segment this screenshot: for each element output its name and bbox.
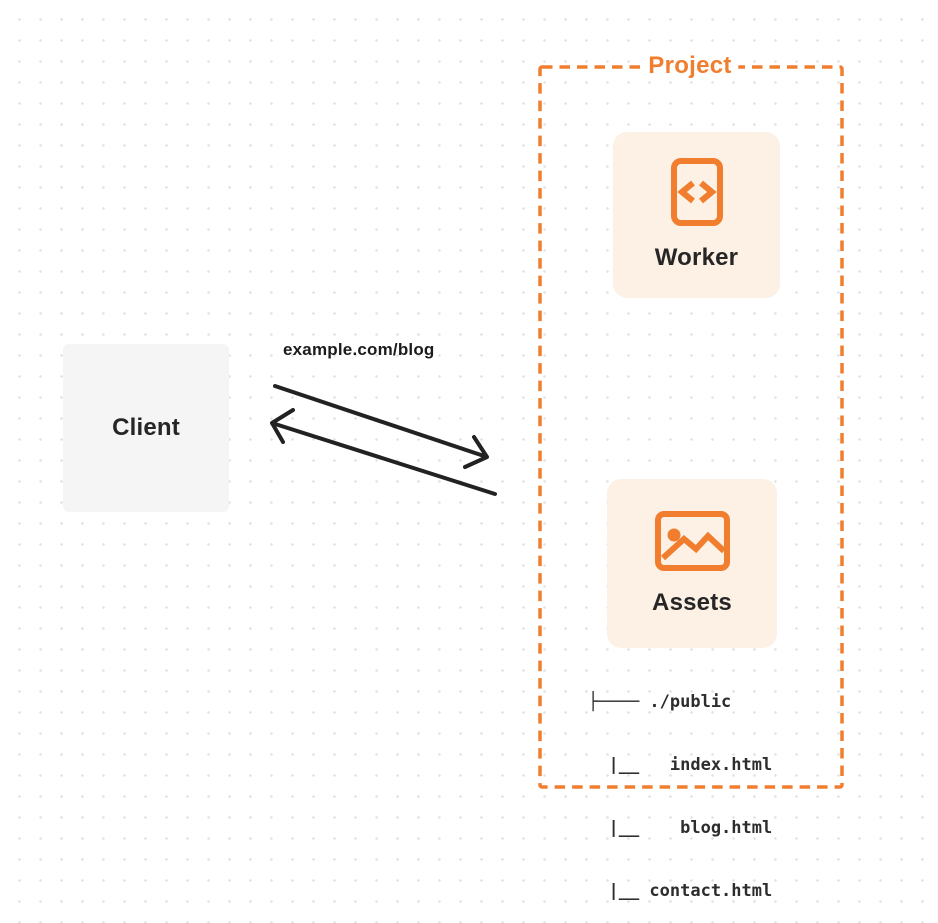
assets-label: Assets <box>652 588 732 616</box>
client-box: Client <box>63 344 229 512</box>
project-label: Project <box>641 52 739 80</box>
page-background: { "client": { "label": "Client" }, "requ… <box>0 0 938 901</box>
client-label: Client <box>112 414 180 441</box>
tree-file-line: |__ index.html <box>588 755 773 775</box>
assets-card: Assets <box>607 479 777 648</box>
worker-card: Worker <box>613 132 780 298</box>
request-arrow <box>273 384 489 469</box>
request-url-label: example.com/blog <box>283 340 435 359</box>
tree-file-line: |__ contact.html <box>588 881 773 901</box>
code-document-icon <box>670 158 723 226</box>
tree-root-line: ├──── ./public <box>588 692 732 712</box>
response-arrow <box>270 408 497 496</box>
image-icon <box>654 510 730 571</box>
tree-file-line: |__ blog.html <box>588 818 773 838</box>
worker-label: Worker <box>654 244 739 271</box>
file-tree: ├──── ./public |__ index.html |__ blog.h… <box>588 650 772 923</box>
